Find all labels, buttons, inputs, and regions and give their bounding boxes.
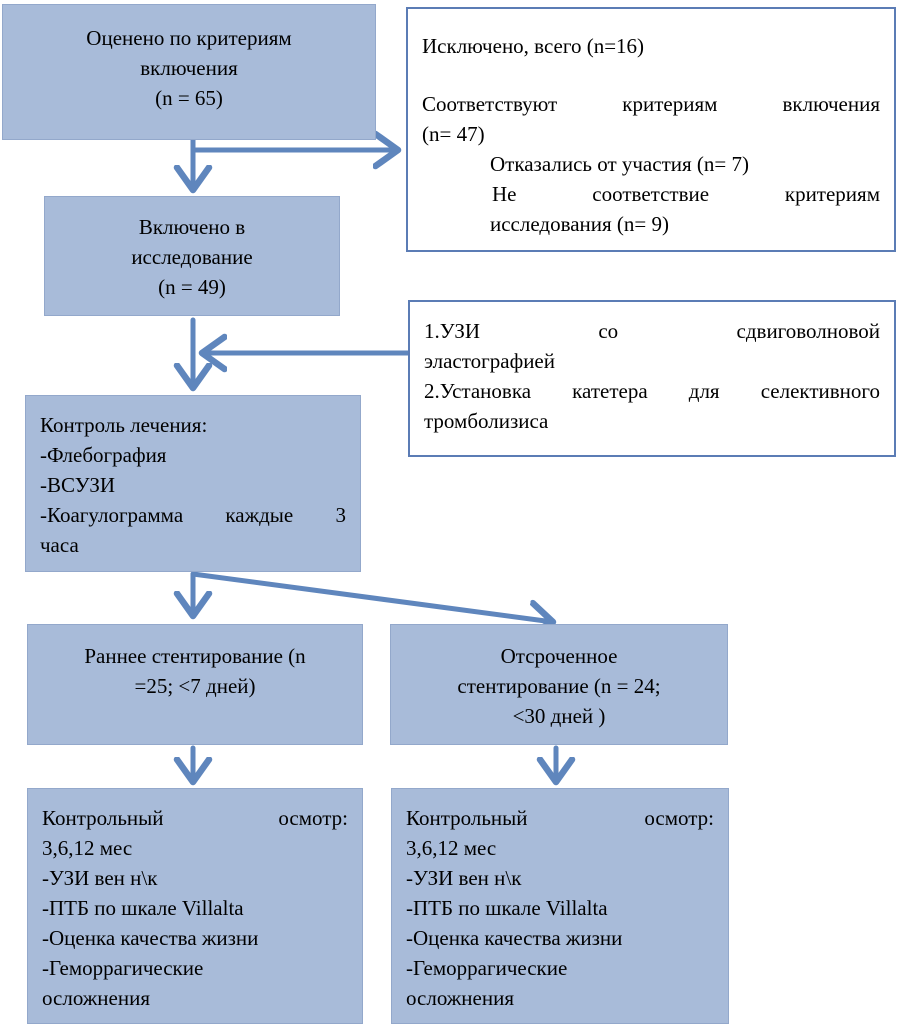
followup-left-line-7: осложнения — [42, 986, 151, 1010]
assessed-line-3: (n = 65) — [155, 86, 223, 110]
control-line-5: часа — [40, 533, 79, 557]
excluded-nonmatch-line2: исследования (n= 9) — [490, 212, 670, 236]
included-box: Включено в исследование (n = 49) — [44, 196, 340, 316]
followup-right-line-5: -Оценка качества жизни — [406, 926, 623, 950]
excluded-refused: Отказались от участия (n= 7) — [490, 152, 749, 176]
included-line-2: исследование — [131, 245, 253, 269]
control-line-3: -ВСУЗИ — [40, 473, 116, 497]
early-stenting-box: Раннее стентирование (n =25; <7 дней) — [27, 624, 363, 745]
procedures-box: 1.УЗИ со сдвиговолновой эластографией 2.… — [408, 300, 896, 457]
procedures-line-3: 2.Установка катетера для селективного — [424, 379, 880, 403]
followup-right-box: Контрольный осмотр: 3,6,12 мес -УЗИ вен … — [391, 788, 729, 1024]
excluded-nonmatch-line1: Не соответствие критериям — [492, 182, 880, 206]
excluded-match-line2: (n= 47) — [422, 122, 485, 146]
procedures-line-1: 1.УЗИ со сдвиговолновой — [424, 319, 880, 343]
included-line-3: (n = 49) — [158, 275, 226, 299]
assessed-line-2: включения — [140, 56, 238, 80]
followup-right-line-6: -Геморрагические — [406, 956, 568, 980]
followup-left-line-1: Контрольный осмотр: — [42, 806, 348, 830]
delayed-line-3: <30 дней ) — [512, 704, 606, 728]
followup-right-line-4: -ПТБ по шкале Villalta — [406, 896, 608, 920]
excluded-box: Исключено, всего (n=16) Соответствуют кр… — [406, 7, 896, 252]
delayed-line-2: стентирование (n = 24; — [457, 674, 661, 698]
followup-left-line-6: -Геморрагические — [42, 956, 204, 980]
assessed-box: Оценено по критериям включения (n = 65) — [2, 4, 376, 140]
arrow-control-to-delayed — [190, 571, 553, 622]
procedures-line-4: тромболизиса — [424, 409, 549, 433]
early-line-1: Раннее стентирование (n — [84, 644, 306, 668]
procedures-line-2: эластографией — [424, 349, 555, 373]
control-box: Контроль лечения: -Флебография -ВСУЗИ -К… — [25, 395, 361, 572]
followup-right-line-1: Контрольный осмотр: — [406, 806, 714, 830]
followup-left-line-5: -Оценка качества жизни — [42, 926, 259, 950]
control-line-2: -Флебография — [40, 443, 167, 467]
assessed-line-1: Оценено по критериям — [86, 26, 292, 50]
followup-left-line-2: 3,6,12 мес — [42, 836, 133, 860]
delayed-line-1: Отсроченное — [500, 644, 618, 668]
followup-right-line-2: 3,6,12 мес — [406, 836, 497, 860]
delayed-stenting-box: Отсроченное стентирование (n = 24; <30 д… — [390, 624, 728, 745]
followup-left-line-4: -ПТБ по шкале Villalta — [42, 896, 244, 920]
followup-right-line-3: -УЗИ вен н\к — [406, 866, 522, 890]
followup-right-line-7: осложнения — [406, 986, 515, 1010]
control-line-4: -Коагулограмма каждые 3 — [40, 503, 346, 527]
excluded-total: Исключено, всего (n=16) — [422, 34, 645, 58]
excluded-match-line1: Соответствуют критериям включения — [422, 92, 880, 116]
control-line-1: Контроль лечения: — [40, 413, 208, 437]
included-line-1: Включено в — [138, 215, 246, 239]
followup-left-line-3: -УЗИ вен н\к — [42, 866, 158, 890]
early-line-2: =25; <7 дней) — [134, 674, 256, 698]
followup-left-box: Контрольный осмотр: 3,6,12 мес -УЗИ вен … — [27, 788, 363, 1024]
